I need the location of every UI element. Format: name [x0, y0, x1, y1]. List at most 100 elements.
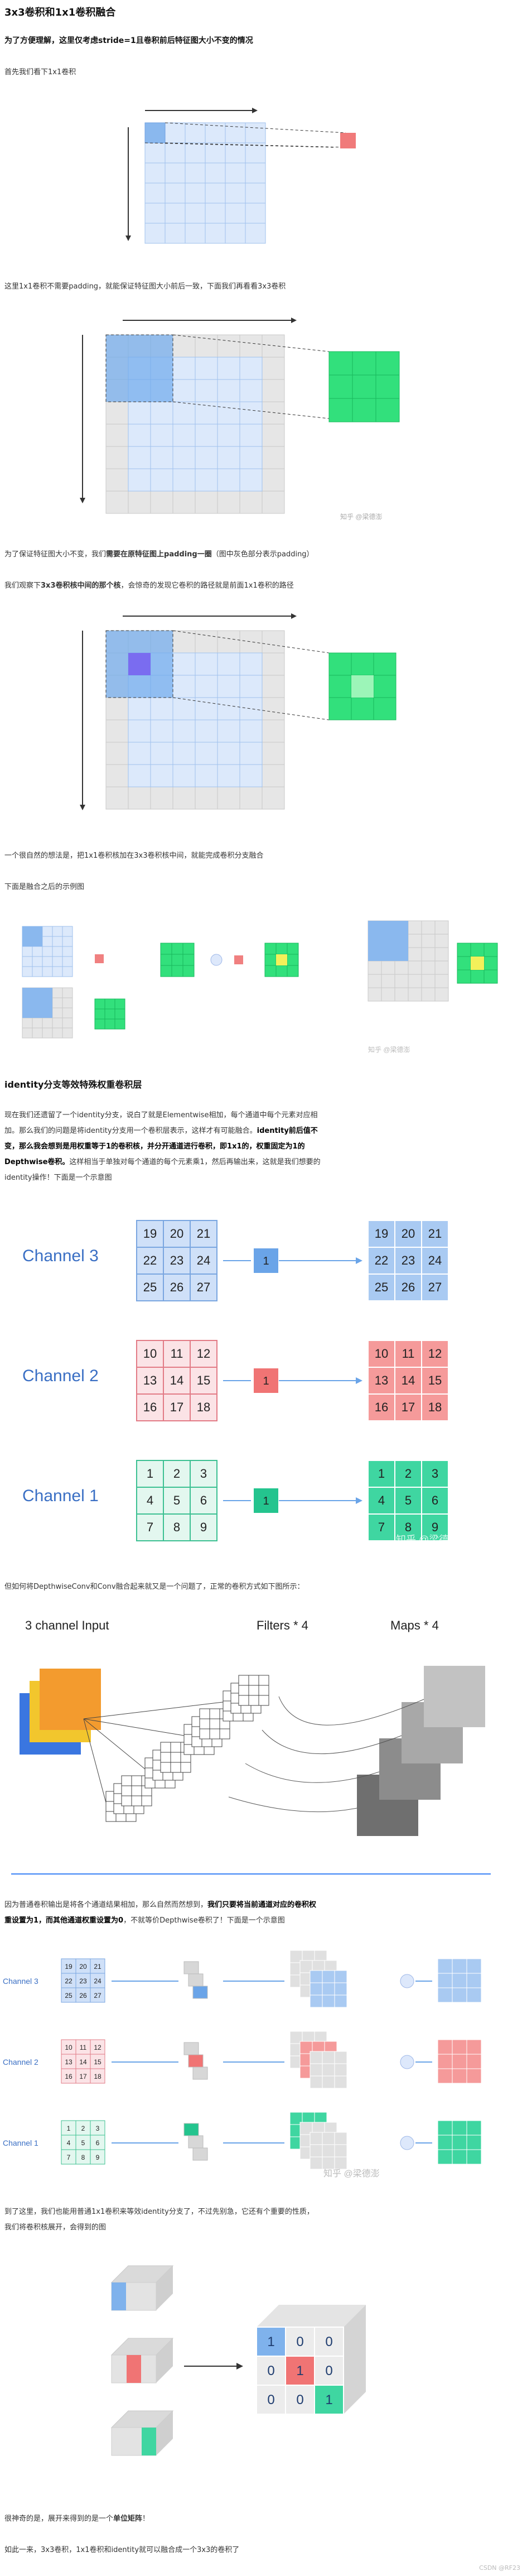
grid-cell	[150, 468, 173, 492]
padding-cell	[434, 960, 449, 975]
weight-value: 1	[263, 1495, 269, 1507]
grid-cell	[195, 357, 218, 380]
output-cell	[310, 2156, 323, 2170]
filter-cell	[199, 1718, 210, 1729]
figure-fused-example: 知乎 @梁德澎	[22, 920, 498, 1054]
grid-cell	[185, 142, 206, 164]
input-cell	[90, 2149, 105, 2165]
grid-cell	[128, 468, 151, 492]
output-cell	[322, 1970, 335, 1983]
output-cell	[394, 1513, 422, 1541]
kernel-cell	[287, 943, 299, 955]
grid-cell	[225, 203, 246, 224]
padding-cell	[105, 764, 129, 787]
input-value: 9	[96, 2154, 100, 2161]
filter-cell	[219, 1728, 230, 1739]
output-value: 12	[428, 1347, 442, 1361]
padding-cell	[105, 424, 129, 447]
output-cell	[334, 2156, 347, 2170]
grid-cell	[150, 424, 173, 447]
filter-cell	[258, 1695, 269, 1706]
output-cell	[334, 1982, 347, 1996]
weight-cell	[183, 2123, 199, 2136]
matrix-value: 0	[325, 2363, 332, 2378]
padding-cell	[239, 491, 263, 514]
padding-cell	[262, 334, 285, 358]
padding-cell	[52, 1027, 63, 1039]
padding-cell	[52, 1007, 63, 1018]
input-value: 3	[200, 1467, 207, 1481]
channel-label: Channel 3	[3, 1977, 38, 1986]
grid-cell	[225, 122, 246, 143]
figure-3x3-center-kernel	[80, 613, 397, 810]
label-input: 3 channel Input	[25, 1618, 109, 1632]
kernel-cell	[171, 943, 183, 955]
padding-cell	[262, 468, 285, 492]
input-value: 5	[173, 1493, 180, 1507]
padding-cell	[239, 786, 263, 810]
result-cell	[452, 2135, 467, 2150]
output-cell	[104, 1018, 115, 1030]
input-cell	[75, 1973, 91, 1988]
output-value: 8	[405, 1520, 412, 1534]
output-cell	[94, 1018, 105, 1030]
grid-cell	[62, 966, 73, 977]
input-value: 2	[173, 1467, 180, 1481]
filter-cell	[121, 1775, 132, 1786]
kernel-cell	[234, 955, 243, 964]
matrix-cell	[256, 2327, 286, 2357]
weight-kernel	[254, 1248, 278, 1273]
page-title: 3x3卷积和1x1卷积融合	[4, 7, 116, 18]
input-cell	[75, 2135, 91, 2150]
kernel-cell	[287, 965, 299, 977]
matrix-value: 1	[296, 2363, 303, 2378]
padding-cell	[62, 1017, 73, 1029]
grid-cell	[195, 675, 218, 698]
padding-cell	[262, 764, 285, 787]
matrix-value: 0	[296, 2392, 303, 2407]
output-cell	[484, 943, 498, 957]
weight-cell	[188, 2054, 204, 2068]
padding-cell	[195, 334, 218, 358]
padding-cell	[262, 401, 285, 425]
filter-cell	[160, 1742, 171, 1753]
matrix-cell	[285, 2327, 315, 2357]
padding-cell	[421, 920, 436, 935]
input-value: 13	[143, 1373, 157, 1387]
padding-cell	[22, 1027, 33, 1039]
padding-cell	[105, 697, 129, 720]
grid-cell	[62, 926, 73, 937]
output-cell	[352, 351, 376, 376]
input-value: 19	[65, 1963, 72, 1971]
input-value: 24	[197, 1253, 210, 1267]
padding-cell	[262, 652, 285, 676]
output-cell	[322, 2063, 335, 2077]
input-cell	[90, 1987, 105, 2003]
grid-cell	[42, 946, 53, 957]
grid-cell	[172, 742, 196, 765]
grid-cell	[245, 182, 266, 204]
input-cell	[190, 1460, 217, 1488]
result-cell	[437, 2120, 453, 2136]
grid-cell	[185, 122, 206, 143]
output-cell	[310, 2144, 323, 2157]
padding-cell	[408, 987, 422, 1002]
input-cell	[190, 1513, 217, 1541]
grid-cell	[225, 182, 246, 204]
grid-cell	[172, 446, 196, 469]
input-value: 27	[94, 1992, 101, 2000]
output-value: 3	[432, 1467, 438, 1481]
padding-cell	[421, 974, 436, 988]
result-cell	[466, 1973, 482, 1988]
input-cell	[90, 2039, 105, 2055]
output-cell	[95, 954, 104, 963]
plus-icon	[210, 954, 223, 966]
padding-cell	[394, 960, 409, 975]
padding-cell	[262, 424, 285, 447]
output-cell	[322, 1982, 335, 1996]
output-cell	[352, 374, 376, 399]
padding-cell	[239, 334, 263, 358]
padding-cell	[195, 786, 218, 810]
grid-cell	[172, 401, 196, 425]
